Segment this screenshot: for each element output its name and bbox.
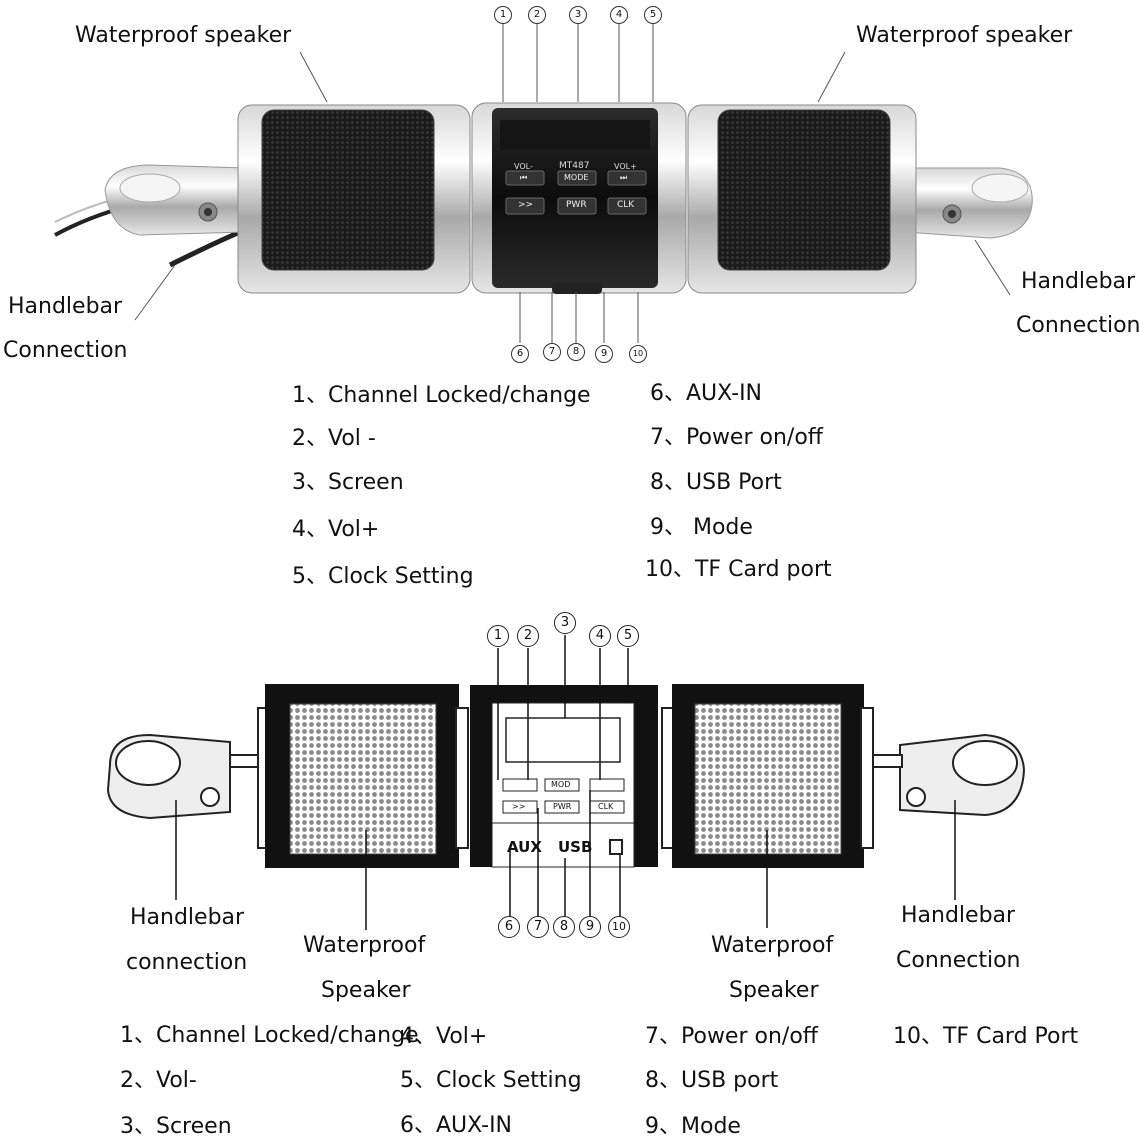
top-callout-7: 7 [543, 343, 561, 361]
bottom-right-speaker [661, 684, 874, 868]
top-legend-8: 8、USB Port [650, 470, 782, 495]
bottom-handlebar-right-2: Connection [896, 948, 1021, 973]
pwr-button-label: PWR [566, 200, 587, 210]
fwd-button-label-bottom: >> [512, 802, 526, 811]
top-callout-1: 1 [494, 6, 512, 24]
fwd-button-label: >> [518, 200, 534, 210]
top-callout-10: 10 [629, 345, 647, 363]
right-speaker-top [687, 104, 917, 294]
bottom-callout-4: 4 [589, 625, 611, 647]
cable [168, 229, 241, 268]
top-legend-1: 1、Channel Locked/change [292, 383, 591, 408]
aux-port-label: AUX [507, 838, 542, 856]
top-legend-6: 6、AUX-IN [650, 381, 763, 406]
top-callout-5: 5 [644, 6, 662, 24]
vol-plus-label: VOL+ [614, 162, 637, 171]
bottom-callout-2: 2 [517, 625, 539, 647]
bottom-callout-3: 3 [554, 612, 576, 634]
bottom-leader-lines [175, 635, 956, 930]
top-handlebar-right-2: Connection [1016, 313, 1140, 338]
clk-button-label: CLK [617, 200, 635, 210]
vol-minus-label: VOL- [514, 162, 533, 171]
top-legend-4: 4、Vol+ [292, 517, 380, 542]
mode-button-label: MODE [564, 173, 589, 182]
top-callout-6: 6 [511, 345, 529, 363]
bottom-legend-9: 9、Mode [645, 1114, 741, 1139]
bottom-callout-8: 8 [553, 916, 575, 938]
pwr-button-label-bottom: PWR [553, 802, 572, 811]
bottom-callout-6: 6 [498, 916, 520, 938]
bottom-left-clamp [106, 733, 263, 820]
top-legend-10: 10、TF Card port [645, 557, 832, 582]
top-callout-4: 4 [610, 6, 628, 24]
top-handlebar-right-1: Handlebar [1021, 269, 1136, 294]
vol-plus-button: ⏭ [620, 173, 628, 182]
top-legend-9: 9、 Mode [650, 515, 753, 540]
bottom-callout-5: 5 [617, 625, 639, 647]
bottom-legend-10: 10、TF Card Port [893, 1024, 1079, 1049]
bottom-speaker-right-2: Speaker [729, 978, 819, 1003]
bottom-legend-6: 6、AUX-IN [400, 1113, 513, 1138]
bottom-speaker-left-2: Speaker [321, 978, 411, 1003]
bottom-legend-2: 2、Vol- [120, 1068, 197, 1093]
center-control-unit-top [471, 102, 687, 294]
bottom-callout-9: 9 [579, 916, 601, 938]
bottom-legend-3: 3、Screen [120, 1114, 232, 1139]
bottom-legend-8: 8、USB port [645, 1068, 779, 1093]
top-product-illustration [54, 24, 1033, 343]
bottom-legend-4: 4、Vol+ [400, 1024, 488, 1049]
top-callout-3: 3 [569, 6, 587, 24]
bottom-callout-7: 7 [527, 916, 549, 938]
model-label: MT487 [559, 161, 590, 171]
top-callout-9: 9 [595, 345, 613, 363]
bottom-left-speaker [257, 684, 469, 868]
bottom-callout-10: 10 [608, 916, 630, 938]
bottom-speaker-right-1: Waterproof [711, 933, 834, 958]
left-speaker-top [237, 104, 471, 294]
mod-button-label: MOD [551, 780, 571, 789]
bottom-legend-5: 5、Clock Setting [400, 1068, 582, 1093]
bottom-legend-1: 1、Channel Locked/change [120, 1023, 419, 1048]
bottom-right-clamp [869, 733, 1026, 817]
bottom-legend-7: 7、Power on/off [645, 1024, 818, 1049]
top-legend-5: 5、Clock Setting [292, 564, 474, 589]
bottom-handlebar-right-1: Handlebar [901, 903, 1016, 928]
top-leader-lines [134, 24, 1011, 343]
top-handlebar-left-2: Connection [3, 338, 128, 363]
bottom-handlebar-left-1: Handlebar [130, 905, 245, 930]
bottom-speaker-left-1: Waterproof [303, 933, 426, 958]
top-legend-7: 7、Power on/off [650, 425, 823, 450]
clk-button-label-bottom: CLK [598, 802, 614, 811]
top-handlebar-left-1: Handlebar [8, 294, 123, 319]
top-legend-2: 2、Vol - [292, 426, 376, 451]
right-handlebar-clamp [904, 167, 1033, 239]
top-speaker-right-label: Waterproof speaker [856, 23, 1073, 48]
usb-port-label: USB [558, 838, 593, 856]
bottom-handlebar-left-2: connection [126, 950, 248, 975]
vol-minus-button: ⏮ [520, 173, 528, 182]
top-callout-2: 2 [528, 6, 546, 24]
bottom-center-unit [470, 685, 658, 868]
top-callout-8: 8 [567, 343, 585, 361]
bottom-callout-1: 1 [487, 625, 509, 647]
top-legend-3: 3、Screen [292, 470, 404, 495]
top-speaker-left-label: Waterproof speaker [75, 23, 292, 48]
